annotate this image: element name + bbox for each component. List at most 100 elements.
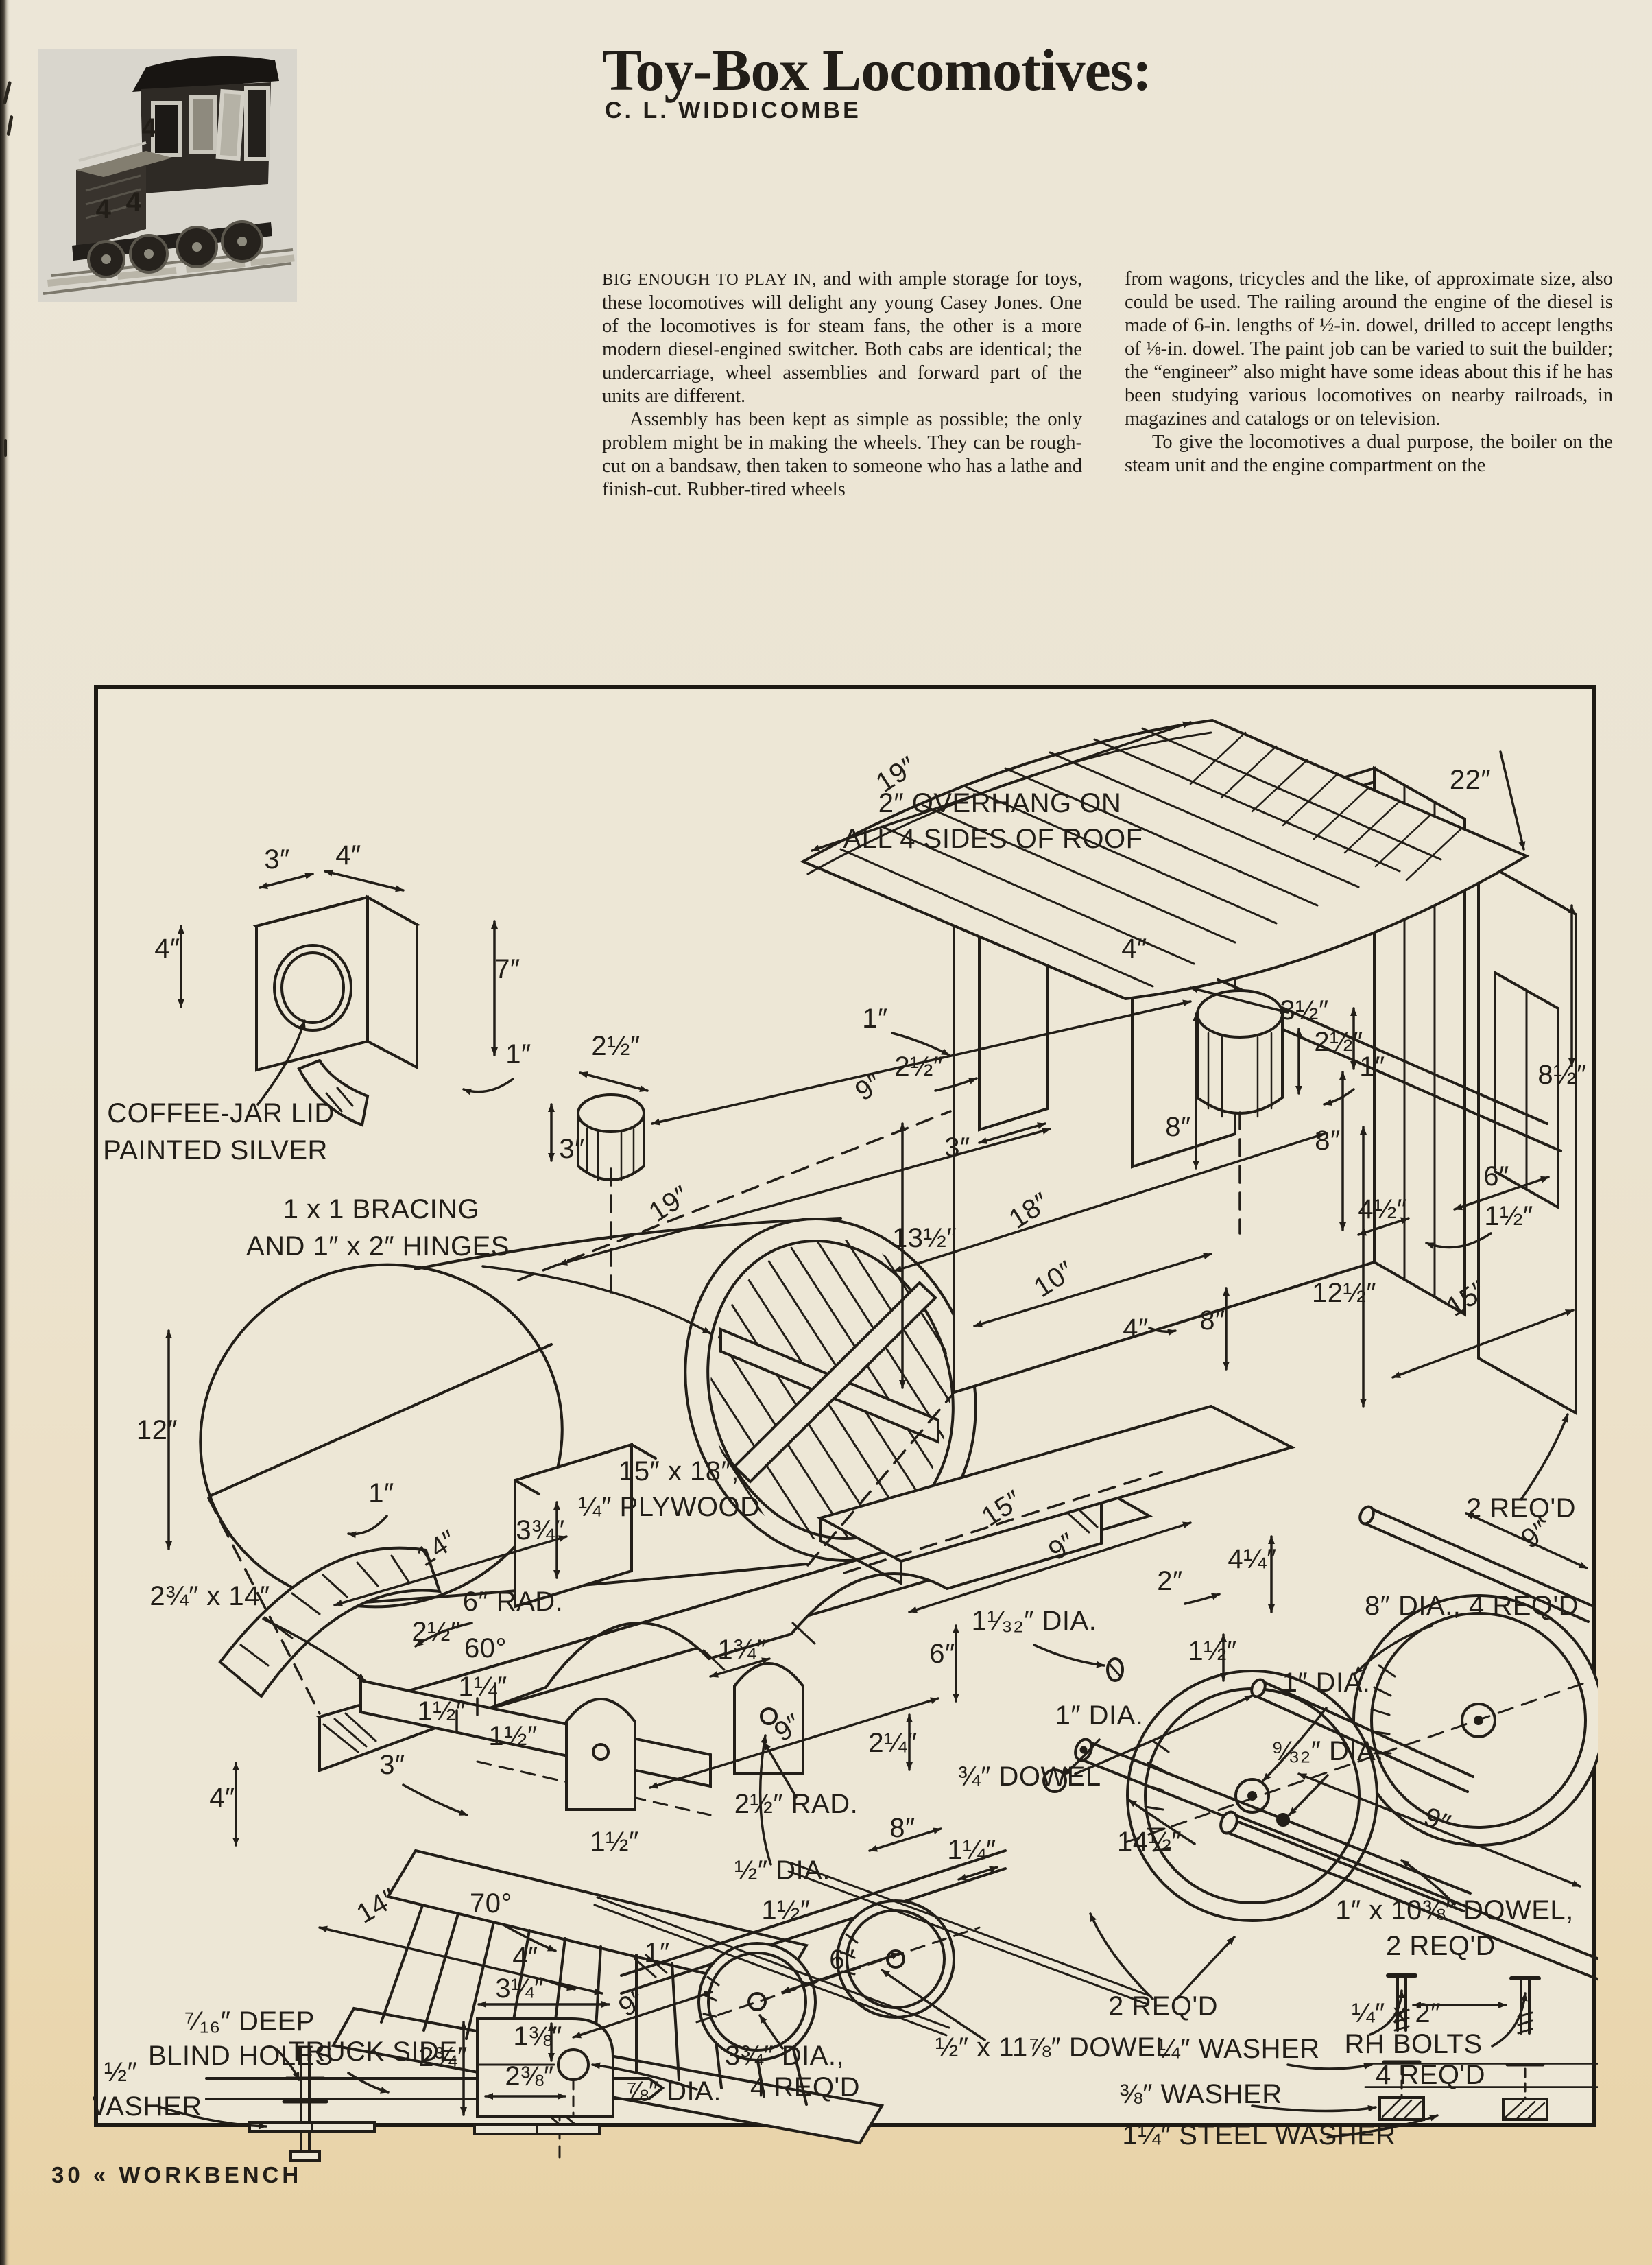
scan-mark xyxy=(4,439,7,457)
photo-cab-roof xyxy=(132,56,279,92)
loco-number: 4 xyxy=(126,187,142,217)
dim-label: 8½″ xyxy=(1537,1060,1586,1090)
dim-label: 4½″ xyxy=(1358,1194,1406,1224)
dim-label: 1½″ xyxy=(417,1696,466,1727)
dim-label: 1¼″ xyxy=(947,1835,996,1865)
dim-label: 2½″ xyxy=(591,1031,640,1061)
dim-label: 2½″ RAD. xyxy=(734,1789,858,1819)
dim-label: 14½″ xyxy=(1117,1827,1182,1857)
dim-label: 60° xyxy=(464,1633,507,1663)
photo-railing xyxy=(78,141,147,162)
dim-label: 1″ xyxy=(644,1938,669,1968)
dim-label: 1¹⁄₃₂″ DIA. xyxy=(972,1606,1097,1636)
dim-label: 8″ xyxy=(1199,1305,1225,1336)
dim-label: 1″ DIA. xyxy=(1282,1668,1371,1698)
dim-label: 1″ x 10⅜″ DOWEL, xyxy=(1335,1895,1574,1925)
dim-label: 2″ OVERHANG ON xyxy=(878,788,1122,818)
dim-label: COFFEE-JAR LID xyxy=(107,1098,334,1128)
dim-label: 1½″ xyxy=(488,1721,537,1751)
paragraph: Assembly has been kept as simple as poss… xyxy=(602,409,1082,500)
dim-label: 12″ xyxy=(136,1415,178,1445)
dim-label: 13½″ xyxy=(892,1223,957,1253)
dim-label: 1½″ xyxy=(1188,1636,1236,1666)
loco-number: 4 xyxy=(142,113,158,143)
dim-label: 6″ xyxy=(929,1639,955,1669)
dim-label: ¾″ DOWEL xyxy=(957,1762,1101,1792)
dim-label: 4 REQ'D xyxy=(750,2072,860,2102)
dim-label: 4″ xyxy=(512,1942,538,1972)
dim-label: PAINTED SILVER xyxy=(103,1135,328,1165)
dim-label: 6″ xyxy=(829,1945,854,1975)
dim-label: ALL 4 SIDES OF ROOF xyxy=(843,824,1142,854)
dim-label: 1½″ xyxy=(590,1827,638,1857)
dim-label: 3½″ xyxy=(1280,995,1328,1025)
dimension-lines xyxy=(155,721,1588,2139)
dim-label: 1 x 1 BRACING xyxy=(283,1194,480,1224)
dim-label: 1¼″ STEEL WASHER xyxy=(1122,2120,1396,2150)
dim-label: 2⅜″ xyxy=(505,2061,553,2091)
dim-label: 8″ xyxy=(889,1813,915,1843)
page-title: Toy-Box Locomotives: xyxy=(602,37,1152,103)
sand-dome-box-drawing xyxy=(252,894,421,1127)
dim-label: 8″ DIA., 4 REQ'D xyxy=(1365,1591,1579,1621)
paragraph-text: , and with ample storage for toys, these… xyxy=(602,268,1083,407)
article-column-2: from wagons, tricycles and the like, of … xyxy=(1125,268,1613,477)
dim-label: 1″ xyxy=(1359,1052,1385,1082)
dim-label: 2½″ xyxy=(1314,1027,1363,1057)
dim-label: 4″ xyxy=(209,1783,235,1813)
dim-label: 22″ xyxy=(1450,765,1491,795)
dim-label: 3¾″ xyxy=(516,1515,564,1545)
byline: C. L. WIDDICOMBE xyxy=(605,97,861,123)
dim-label: WASHER xyxy=(93,2091,202,2122)
dim-label: ½″ xyxy=(104,2057,138,2087)
dim-label: AND 1″ x 2″ HINGES xyxy=(246,1231,510,1261)
dim-label: 2¾″ x 14″ xyxy=(149,1581,270,1611)
dim-label: 4″ xyxy=(154,934,180,964)
dim-label: 6″ xyxy=(1483,1161,1509,1191)
dim-label: 6″ RAD. xyxy=(463,1587,564,1617)
dim-label: ½″ x 11⅞″ DOWEL xyxy=(935,2032,1171,2063)
dim-label: 3¼″ xyxy=(495,1973,544,2004)
dim-label: ⁹⁄₃₂″ DIA. xyxy=(1271,1736,1384,1766)
dim-label: 1½″ xyxy=(761,1895,810,1925)
dim-label: 4″ xyxy=(1123,1314,1148,1344)
photo-wheels xyxy=(87,220,263,278)
dim-label: 3″ xyxy=(379,1750,405,1780)
dim-label: 2¾″ xyxy=(418,2042,467,2072)
dim-label: 2 REQ'D xyxy=(1386,1931,1496,1961)
dim-label: 7″ xyxy=(494,954,520,984)
dim-label: 12½″ xyxy=(1312,1278,1376,1308)
construction-diagram: 3″ 4″ 4″ 7″ 1″ COFFEE-JAR LID PAINTED SILVER 1 … xyxy=(93,685,1598,2162)
dim-label: 2½″ xyxy=(894,1052,943,1082)
dim-label: RH BOLTS xyxy=(1344,2029,1482,2059)
dim-label: 1¼″ xyxy=(458,1672,507,1702)
dim-label: 8″ xyxy=(1315,1126,1340,1156)
photo-cab-windows xyxy=(151,86,270,161)
loco-number: 4 xyxy=(96,194,112,224)
dim-label: ¼″ WASHER xyxy=(1157,2034,1319,2064)
dim-label: ⁷⁄₁₆″ DEEP xyxy=(184,2006,315,2037)
photo-hood-top xyxy=(76,151,172,177)
dim-label: ½″ DIA. xyxy=(734,1855,830,1886)
photo-hood xyxy=(76,151,146,250)
paragraph: To give the locomotives a dual purpose, … xyxy=(1125,431,1613,476)
dim-label: 3″ xyxy=(944,1132,970,1163)
dim-label: ¼″ x 2″ xyxy=(1352,1998,1441,2028)
dim-label: BLIND HOLES xyxy=(148,2041,333,2071)
dim-label: 2″ xyxy=(1157,1566,1182,1596)
dim-label: 1″ xyxy=(368,1478,394,1508)
photo-hood-louvers xyxy=(85,174,141,220)
article-column-1: BIG ENOUGH TO PLAY IN, and with ample st… xyxy=(602,268,1082,501)
dim-label: 1¾″ xyxy=(717,1635,766,1665)
dim-label: 3″ xyxy=(559,1134,584,1164)
locomotive-photo: 4 4 4 xyxy=(38,49,297,302)
dim-label: 2 REQ'D xyxy=(1108,1991,1218,2021)
dim-label: ¼″ PLYWOOD xyxy=(578,1492,760,1522)
scan-edge xyxy=(0,0,10,2265)
dim-label: 1″ xyxy=(505,1039,531,1069)
lead-in: BIG ENOUGH TO PLAY IN xyxy=(602,270,812,289)
dim-label: 4¼″ xyxy=(1228,1544,1276,1574)
page-footer: 30 « WORKBENCH xyxy=(51,2162,302,2187)
dim-label: 3¾″ DIA., xyxy=(725,2041,844,2071)
